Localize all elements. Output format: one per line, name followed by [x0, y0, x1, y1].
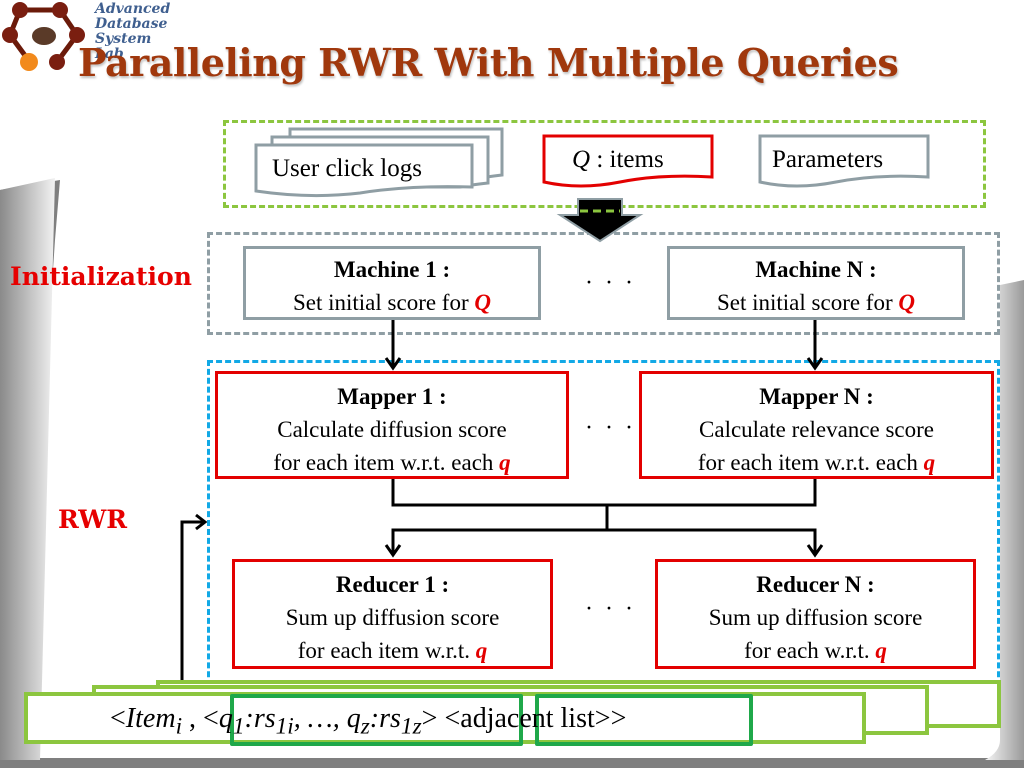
formula-sub: 1z: [400, 713, 422, 740]
machine-desc-text: Set initial score for: [716, 290, 899, 315]
machine-1-box: Machine 1 : Set initial score for Q: [243, 246, 541, 320]
reducer-desc: Sum up diffusion score: [285, 605, 500, 630]
user-click-logs-label: User click logs: [272, 155, 422, 182]
logo-line: Lab: [95, 46, 124, 62]
slide-title: Paralleling RWR With Multiple Queries: [78, 40, 899, 85]
formula-text: :: [369, 703, 380, 734]
machine-desc: Set initial score for Q: [670, 286, 962, 319]
document-shape: [542, 134, 714, 188]
formula-sub: 1: [232, 713, 245, 740]
mapper-n-box: Mapper N : Calculate relevance score for…: [639, 371, 994, 479]
q-var: q: [875, 638, 887, 663]
logo-line: Advanced: [95, 1, 171, 17]
machine-title: Machine 1 :: [333, 257, 451, 282]
reducer-n-box: Reducer N : Sum up diffusion score for e…: [655, 559, 976, 669]
logo-line: Database: [95, 16, 168, 32]
formula-text: >: [421, 703, 438, 734]
machine-n-box: Machine N : Set initial score for Q: [667, 246, 965, 320]
mapper-title: Mapper N :: [759, 384, 874, 409]
reducer-title: Reducer N :: [756, 572, 875, 597]
document-shape: [758, 134, 930, 188]
mapper-1-box: Mapper 1 : Calculate diffusion score for…: [215, 371, 569, 479]
mapper-desc: for each item w.r.t. each q: [218, 446, 566, 479]
query-scores-highlight: [230, 694, 523, 746]
ellipsis: · · ·: [585, 270, 636, 296]
formula-text: :: [244, 703, 254, 734]
parameters-label: Parameters: [772, 146, 884, 173]
formula-var: rs: [253, 703, 276, 734]
mapper-desc-text: for each item w.r.t. each: [273, 450, 500, 475]
multi-document-shape: [254, 127, 504, 198]
logo-text: Advanced Database System Lab: [95, 2, 170, 62]
formula-adjacent-list: <adjacent list>: [444, 703, 611, 734]
formula-text: <: [110, 703, 126, 734]
reducer-title: Reducer 1 :: [335, 572, 450, 597]
stage-label-initialization: Initialization: [10, 262, 192, 291]
mapper-desc: for each item w.r.t. each q: [642, 446, 991, 479]
mapper-title: Mapper 1 :: [337, 384, 447, 409]
machine-desc: Set initial score for Q: [246, 286, 538, 319]
q-var: q: [475, 638, 488, 663]
reducer-desc: for each item w.r.t. q: [235, 634, 550, 667]
q-var: q: [499, 450, 511, 475]
mapper-desc: Calculate relevance score: [699, 417, 934, 442]
molecule-logo-icon: [2, 2, 85, 71]
machine-desc-text: Set initial score for: [292, 290, 475, 315]
formula-var: q: [218, 703, 233, 734]
formula-text: , …,: [293, 703, 347, 734]
formula-text: ,: [182, 703, 204, 734]
reducer-desc: for each w.r.t. q: [658, 634, 973, 667]
machine-title: Machine N :: [755, 257, 877, 282]
reducer-1-box: Reducer 1 : Sum up diffusion score for e…: [232, 559, 553, 669]
logo-line: System: [95, 31, 152, 47]
formula-var: rs: [379, 703, 401, 734]
output-record-formula: <Itemi , <q1:rs1i, …, qz:rs1z> <adjacent…: [110, 703, 626, 741]
reducer-desc-text: for each item w.r.t.: [297, 638, 476, 663]
formula-item: Item: [125, 703, 176, 734]
formula-var: q: [346, 703, 361, 734]
q-items-label: Q : items: [572, 146, 664, 174]
reducer-desc-text: for each w.r.t.: [744, 638, 876, 663]
formula-sub: 1i: [275, 713, 294, 740]
q-var: Q: [572, 146, 591, 173]
mapper-desc-text: for each item w.r.t. each: [697, 450, 924, 475]
q-var: Q: [474, 290, 492, 315]
ellipsis: · · ·: [585, 596, 636, 622]
q-var: q: [923, 450, 936, 475]
reducer-desc: Sum up diffusion score: [708, 605, 923, 630]
formula-sub: i: [175, 713, 183, 740]
q-items-text: : items: [590, 146, 664, 173]
ellipsis: · · ·: [585, 415, 636, 441]
down-arrow-icon: [556, 198, 644, 243]
formula-text: <: [203, 703, 219, 734]
stage-label-rwr: RWR: [58, 505, 128, 534]
formula-sub: z: [360, 713, 370, 740]
formula-text: >: [610, 703, 627, 734]
q-var: Q: [898, 290, 916, 315]
mapper-desc: Calculate diffusion score: [277, 417, 507, 442]
adjacent-list-highlight: [535, 694, 753, 746]
